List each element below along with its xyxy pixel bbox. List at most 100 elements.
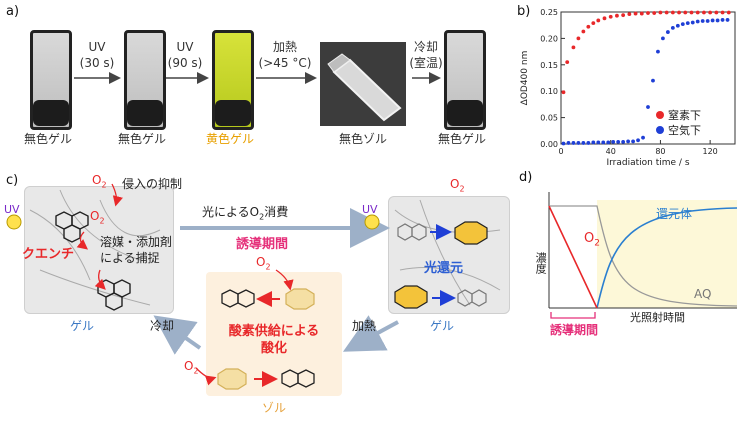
data-point-series-1: [596, 18, 601, 23]
concentration-schematic: [548, 192, 738, 319]
data-point-series-2: [561, 141, 566, 146]
cool-label: 冷却: [150, 319, 175, 333]
o2-curve: [548, 205, 598, 309]
arrow-cool: [153, 315, 202, 355]
gel-label-right: ゲル: [430, 319, 455, 333]
o2-label-quench: O2: [90, 209, 105, 226]
legend-item-1: 窒素下: [656, 109, 701, 122]
uv-bulb-right-icon: [364, 214, 380, 230]
xlabel-d: 光照射時間: [630, 311, 685, 324]
y-tick-label: 0.25: [540, 8, 558, 17]
inhibit-label: 侵入の抑制: [122, 177, 183, 191]
reduced-curve: [596, 207, 738, 309]
delta-od-chart: 0.00 0.05 0.10 0.15 0.20 0.25 0 40 80 120Irradiat…: [520, 8, 736, 168]
data-point-series-1: [639, 11, 644, 16]
reduced-label: 還元体: [656, 207, 693, 221]
reduced-molecule-right-top-icon: [454, 221, 488, 245]
data-point-series-1: [591, 21, 596, 25]
x-axis-label: Irradiation time / s: [606, 158, 689, 168]
data-point-series-1: [633, 11, 638, 16]
x-tick-label: 40: [606, 147, 616, 156]
data-point-series-2: [571, 141, 576, 145]
o2-arrow-sol-bottom: [195, 367, 217, 386]
data-point-series-2: [656, 49, 660, 54]
data-point-series-2: [646, 105, 650, 109]
o2-arrow-top: [111, 183, 123, 207]
data-point-series-2: [651, 78, 655, 83]
o2-arrow-sol-top: [275, 269, 294, 291]
y-tick-label: 0.05: [540, 114, 558, 123]
y-tick-label: 0.00: [540, 140, 558, 149]
quench-label: クエンチ: [22, 247, 75, 262]
data-point-series-2: [675, 23, 680, 28]
photo-reduction-label: 光還元: [424, 261, 464, 276]
data-point-series-2: [690, 20, 695, 25]
data-point-series-2: [720, 18, 725, 22]
oxidation-label: 酸素供給による酸化: [228, 324, 320, 356]
cuvette-base-3: [215, 100, 251, 126]
step-4-label: 冷却(室温): [409, 40, 443, 70]
caption-1: 無色ゲル: [23, 132, 72, 146]
o2-arrow-quench: [76, 231, 89, 250]
data-point-series-1: [708, 10, 713, 15]
x-tick-label: 0: [558, 147, 563, 156]
legend-marker-1: [656, 111, 664, 119]
legend-label-2: 空気下: [668, 124, 701, 137]
caption-3: 黄色ゲル: [205, 132, 254, 146]
data-point-series-1: [581, 29, 586, 34]
data-point-series-1: [702, 10, 706, 15]
data-point-series-1: [664, 10, 669, 15]
gel-fibres-left: [29, 189, 161, 306]
o2-label-top: O2: [92, 173, 107, 190]
aq-label: AQ: [694, 287, 712, 301]
data-point-series-2: [665, 30, 670, 34]
heat-label: 加熱: [352, 319, 377, 333]
data-point-series-2: [566, 141, 571, 145]
data-point-series-2: [611, 139, 616, 144]
data-point-series-2: [576, 141, 581, 145]
data-point-series-1: [714, 10, 719, 15]
aq-molecule-left-top-icon: [55, 211, 89, 243]
data-point-series-1: [608, 14, 613, 19]
legend-item-2: 空気下: [656, 124, 701, 137]
caption-2: 無色ゲル: [117, 132, 166, 146]
panel-a-label: a): [6, 4, 20, 19]
data-point-series-2: [685, 21, 690, 25]
reduced-region-shade: [597, 200, 737, 308]
induction-bracket: [550, 312, 596, 319]
aq-molecule-sol-bottom-icon: [281, 369, 315, 388]
o2-label-sol-bottom: O2: [184, 359, 199, 376]
aq-molecule-right-bottom-icon: [457, 289, 487, 307]
aq-molecule-right-top-icon: [397, 223, 427, 241]
data-point-series-2: [601, 140, 606, 145]
data-point-series-2: [715, 18, 720, 23]
caption-4: 無色ゾル: [338, 132, 387, 146]
plot-frame: [560, 11, 736, 145]
y-tick-label: 0.15: [540, 61, 558, 70]
arrow-heat: [342, 315, 399, 352]
y-axis-label: ΔOD400 nm: [520, 51, 530, 106]
legend-label-1: 窒素下: [668, 109, 701, 122]
o2-label-right: O2: [450, 177, 465, 194]
uv-label-right: UV: [362, 203, 378, 216]
uv-label-left: UV: [4, 203, 20, 216]
tilted-cuvette-drawing: [327, 53, 402, 122]
data-point-series-1: [658, 10, 663, 15]
cuvette-base-2: [127, 100, 163, 126]
data-point-series-1: [683, 10, 688, 15]
y-tick-label: 0.10: [540, 87, 558, 96]
data-point-series-1: [646, 11, 650, 15]
x-tick-label: 80: [655, 147, 665, 156]
data-point-series-2: [680, 22, 685, 27]
y-tick-label: 0.20: [540, 34, 558, 43]
data-point-series-2: [606, 140, 611, 145]
data-point-series-2: [695, 19, 700, 24]
legend-marker-2: [656, 126, 664, 134]
panel-a-arrows: [74, 72, 441, 84]
data-point-series-2: [581, 141, 586, 145]
data-point-series-2: [586, 141, 591, 145]
capture-label: 溶媒・添加剤による捕捉: [100, 235, 173, 266]
data-point-series-2: [641, 135, 645, 140]
data-point-series-2: [700, 19, 705, 23]
x-tick-label: 120: [703, 147, 718, 156]
